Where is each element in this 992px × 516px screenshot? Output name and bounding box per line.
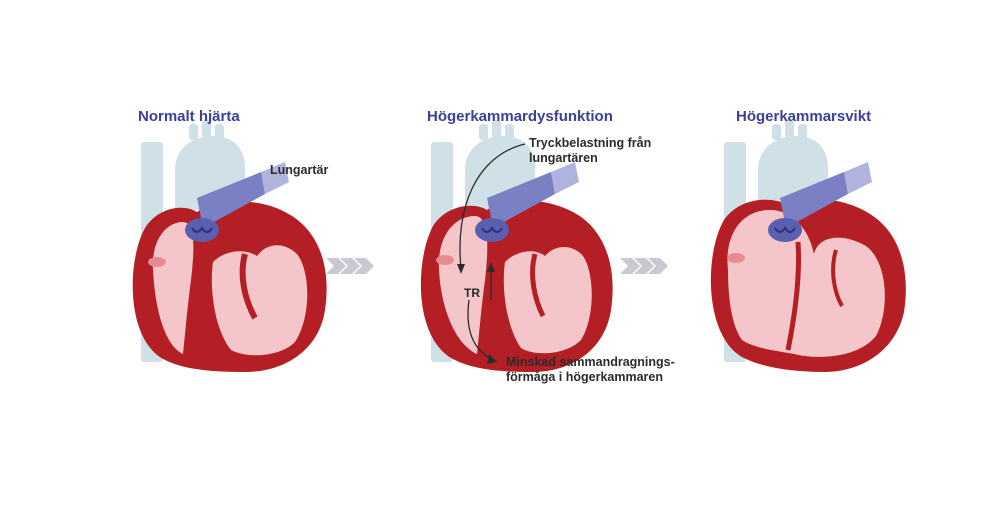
contractility-line1: Minskad sammandragnings- <box>506 355 675 369</box>
contractility-label: Minskad sammandragnings- förmåga i höger… <box>506 355 675 385</box>
tr-label: TR <box>464 286 480 300</box>
pressure-overload-line2: lungartären <box>529 151 598 165</box>
pressure-overload-label: Tryckbelastning från lungartären <box>529 136 651 166</box>
normal-heart <box>132 120 327 372</box>
dysfunction-heart <box>420 120 613 372</box>
panel-title-failure: Högerkammarsvikt <box>736 108 872 125</box>
panel-title-dysfunction: Högerkammardysfunktion <box>427 108 613 125</box>
pressure-overload-line1: Tryckbelastning från <box>529 136 652 150</box>
transition-arrow-1 <box>326 258 374 274</box>
failure-heart <box>710 120 906 372</box>
contractility-line2: förmåga i högerkammaren <box>506 370 663 384</box>
panel-title-normal: Normalt hjärta <box>138 108 240 125</box>
transition-arrow-2 <box>620 258 668 274</box>
pulmonary-artery-label: Lungartär <box>270 163 329 177</box>
